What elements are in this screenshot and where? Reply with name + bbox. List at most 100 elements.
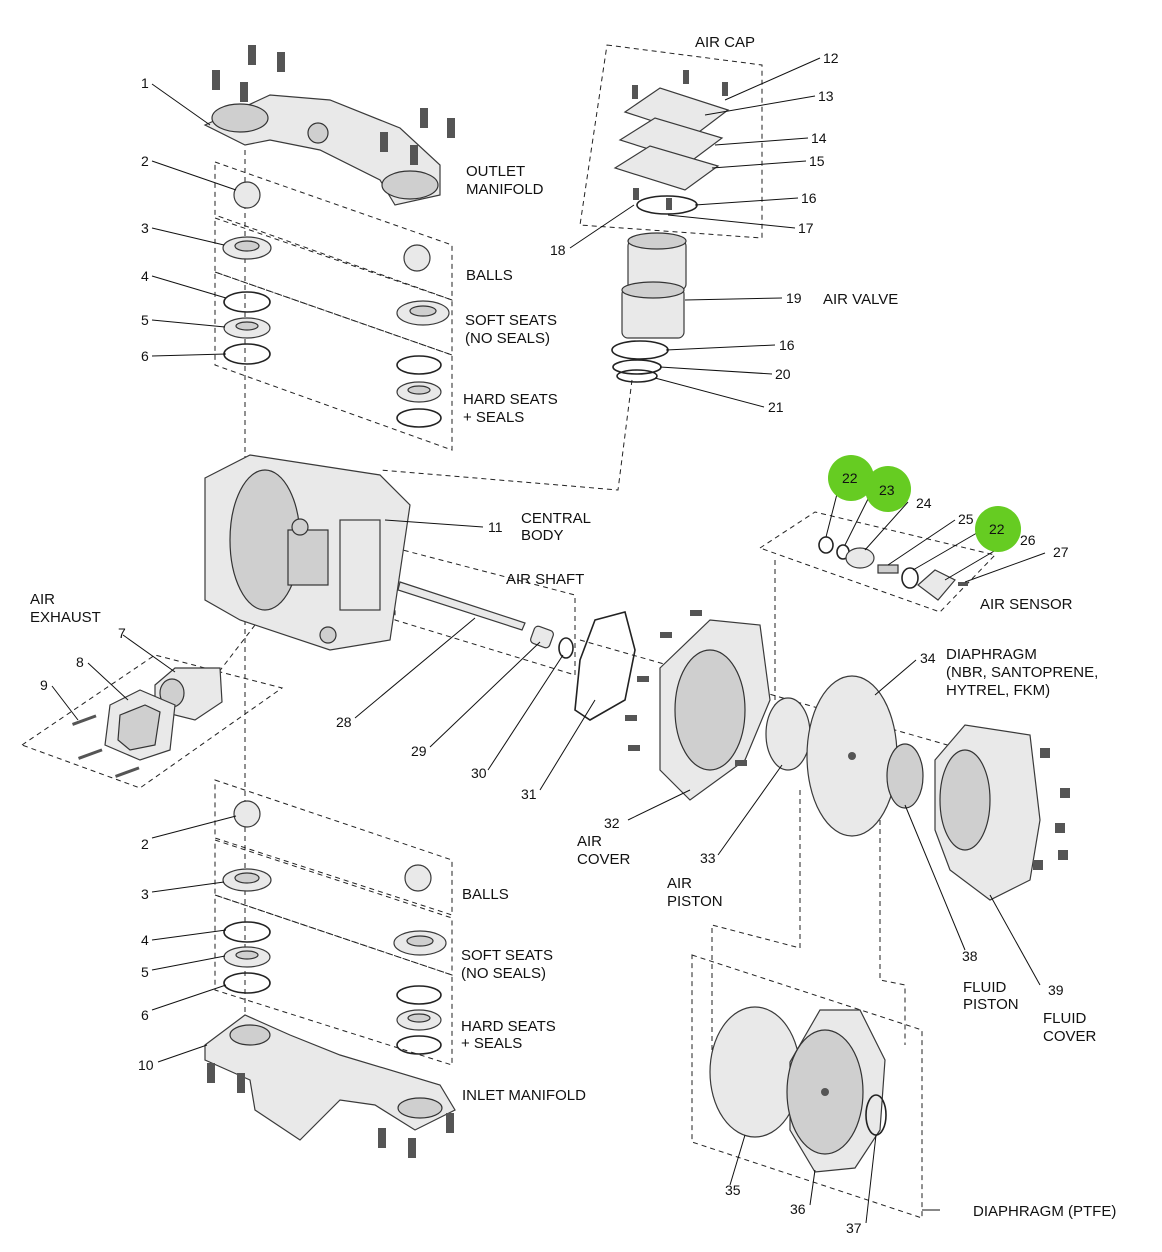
callout-32: 32 [604, 815, 620, 831]
callout-24: 24 [916, 495, 932, 511]
callout-22-right: 22 [989, 521, 1005, 537]
label-air-piston-2: PISTON [667, 893, 723, 910]
callout-39: 39 [1048, 982, 1064, 998]
callout-10: 10 [138, 1057, 154, 1073]
label-outlet-manifold-1: OUTLET [466, 163, 525, 180]
label-hard-seats-bottom-1: HARD SEATS [461, 1018, 556, 1035]
group-box-balls-top [214, 161, 453, 301]
callout-13: 13 [818, 88, 834, 104]
fluid-piston [886, 743, 924, 809]
callout-20: 20 [775, 366, 791, 382]
label-fluid-piston-2: PISTON [963, 996, 1019, 1013]
group-box-soft-seats-bottom [214, 839, 453, 976]
o-ring-22b [901, 567, 919, 589]
label-soft-seats-top-1: SOFT SEATS [465, 312, 557, 329]
group-box-air-exhaust [20, 654, 284, 789]
callout-11: 11 [488, 519, 503, 535]
label-hard-seats-top-2: + SEALS [463, 409, 524, 426]
label-air-exhaust-1: AIR [30, 591, 55, 608]
callout-22-top: 22 [842, 470, 858, 486]
air-cap-assembly [613, 70, 730, 215]
callout-23: 23 [879, 482, 895, 498]
air-shaft [397, 581, 526, 631]
callout-7: 7 [118, 625, 126, 641]
bushing-29 [530, 625, 554, 649]
central-body [204, 454, 411, 651]
label-soft-seats-bottom-2: (NO SEALS) [461, 965, 546, 982]
callout-15: 15 [809, 153, 825, 169]
group-box-hard-seats-bottom [214, 894, 453, 1066]
callout-17: 17 [798, 220, 814, 236]
callout-27: 27 [1053, 544, 1069, 560]
ptfe-diaphragm-36 [786, 1009, 886, 1173]
callout-3-top: 3 [141, 220, 149, 236]
callout-8: 8 [76, 654, 84, 670]
callout-37: 37 [846, 1220, 862, 1236]
check-ball-top [233, 181, 261, 209]
callout-4-top: 4 [141, 268, 149, 284]
callout-1: 1 [141, 75, 149, 91]
callout-12: 12 [823, 50, 839, 66]
gasket-31 [574, 611, 636, 721]
callout-5-top: 5 [141, 312, 149, 328]
label-fluid-cover-1: FLUID [1043, 1010, 1087, 1027]
label-air-exhaust-2: EXHAUST [30, 609, 101, 626]
group-box-balls-bottom [214, 779, 453, 916]
label-outlet-manifold-2: MANIFOLD [466, 181, 544, 198]
callout-36: 36 [790, 1201, 806, 1217]
callout-38: 38 [962, 948, 978, 964]
callout-numbers: 1 2 3 4 5 6 12 13 14 15 16 17 18 19 16 2… [40, 50, 1069, 1236]
callout-9: 9 [40, 677, 48, 693]
label-air-shaft: AIR SHAFT [506, 571, 584, 588]
exhaust-cover-8 [104, 689, 176, 761]
group-box-hard-seats-top [214, 271, 453, 451]
group-labels: OUTLET MANIFOLD BALLS SOFT SEATS (NO SEA… [30, 34, 1116, 1220]
label-air-valve: AIR VALVE [823, 291, 898, 308]
hard-seat-seal-top-a [396, 355, 442, 375]
callout-29: 29 [411, 743, 427, 759]
label-hard-seats-bottom-2: + SEALS [461, 1035, 522, 1052]
outlet-manifold [203, 45, 455, 206]
u-cup-30 [558, 637, 574, 659]
highlight-callout-22-right[interactable] [975, 506, 1021, 552]
callout-19: 19 [786, 290, 802, 306]
label-diaphragm-ptfe: DIAPHRAGM (PTFE) [973, 1203, 1116, 1220]
hard-seat-seal-top-b [396, 408, 442, 428]
hard-seat-seal-bottom-a [396, 985, 442, 1005]
gasket-21 [616, 369, 658, 383]
screw-27 [958, 582, 968, 586]
sensor-25 [877, 564, 899, 574]
seal-ring-top-4 [223, 291, 271, 313]
callout-2-bottom: 2 [141, 836, 149, 852]
label-diaphragm-3: HYTREL, FKM) [946, 682, 1050, 699]
label-air-cover-1: AIR [577, 833, 602, 850]
seal-ring-top-6 [223, 343, 271, 365]
label-air-cover-2: COVER [577, 851, 631, 868]
callout-4-bottom: 4 [141, 932, 149, 948]
label-hard-seats-top-1: HARD SEATS [463, 391, 558, 408]
seat-top [222, 236, 272, 260]
o-ring-16b [611, 340, 669, 360]
callout-30: 30 [471, 765, 487, 781]
callout-33: 33 [700, 850, 716, 866]
label-diaphragm-2: (NBR, SANTOPRENE, [946, 664, 1098, 681]
o-ring-22a [818, 536, 834, 554]
check-ball-top-alt [403, 244, 431, 272]
label-fluid-cover-2: COVER [1043, 1028, 1097, 1045]
highlight-callout-23[interactable] [865, 466, 911, 512]
plate-26 [917, 569, 956, 601]
exhaust-connector [204, 624, 256, 691]
highlight-callout-22-top[interactable] [828, 455, 874, 501]
callout-6-bottom: 6 [141, 1007, 149, 1023]
check-ball-bottom-alt [404, 864, 432, 892]
label-central-body-2: BODY [521, 527, 564, 544]
callout-25: 25 [958, 511, 974, 527]
air-valve-connector [379, 379, 633, 491]
callout-31: 31 [521, 786, 537, 802]
callout-5-bottom: 5 [141, 964, 149, 980]
label-soft-seats-bottom-1: SOFT SEATS [461, 947, 553, 964]
callout-28: 28 [336, 714, 352, 730]
label-balls-bottom: BALLS [462, 886, 509, 903]
air-cover [625, 610, 771, 801]
